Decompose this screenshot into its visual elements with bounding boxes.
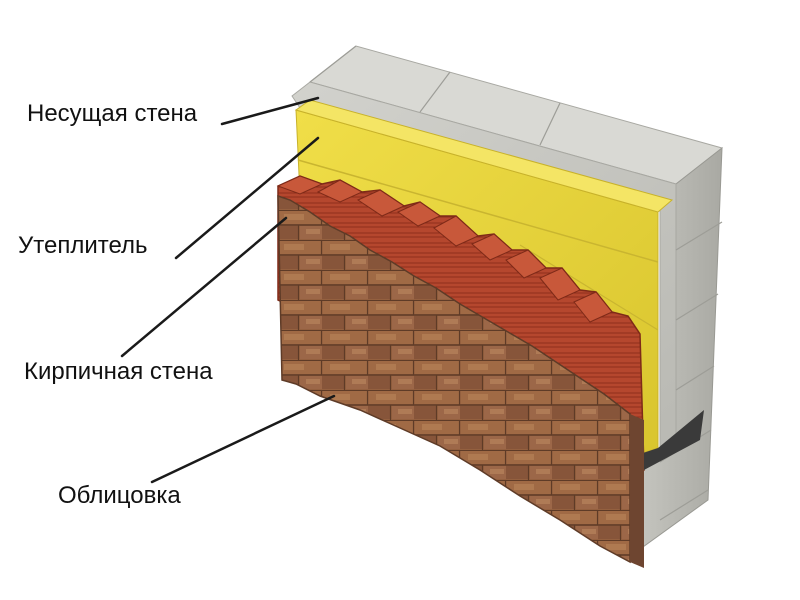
leader-line-facing <box>150 394 336 484</box>
leader-line-insulation <box>174 136 320 260</box>
label-brick-wall: Кирпичная стена <box>24 358 213 385</box>
base-strip <box>630 410 704 470</box>
label-insulation: Утеплитель <box>18 232 148 259</box>
facing-layer <box>277 194 631 564</box>
insulation-edge <box>294 99 674 213</box>
concrete-block-joints <box>309 45 723 521</box>
leader-line-load-bearing-wall <box>220 96 320 126</box>
label-facing: Облицовка <box>58 482 181 509</box>
insulation-seam <box>519 244 659 331</box>
leader-line-brick-wall <box>120 216 288 358</box>
insulation-seam <box>297 159 659 263</box>
label-load-bearing-wall: Несущая стена <box>27 100 198 127</box>
brick-step-tops <box>276 175 613 323</box>
facing-edge <box>630 414 644 568</box>
